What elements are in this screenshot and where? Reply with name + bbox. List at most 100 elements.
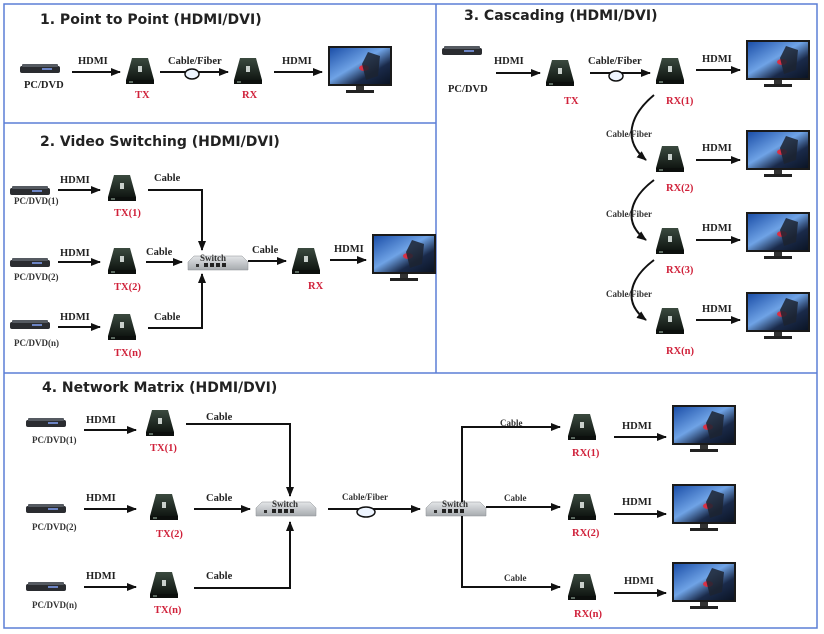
cable-wire bbox=[194, 521, 294, 589]
pc-dvd-icon bbox=[10, 258, 50, 267]
panel-video-switching: 2. Video Switching (HDMI/DVI) PC/DVD(1) … bbox=[10, 134, 436, 359]
hdmi-label: HDMI bbox=[86, 415, 116, 426]
source-label: PC/DVD bbox=[448, 84, 488, 95]
rx-box-icon bbox=[656, 308, 684, 334]
cascade-link bbox=[630, 179, 655, 241]
cable-label: Cable bbox=[504, 493, 527, 503]
tx-label: TX(2) bbox=[114, 282, 141, 293]
panel-network-matrix: 4. Network Matrix (HDMI/DVI) PC/DVD(1) H… bbox=[26, 380, 736, 620]
rx-label: RX bbox=[242, 90, 258, 101]
monitor-icon bbox=[746, 130, 810, 177]
cable-wire bbox=[186, 423, 294, 497]
cable-wire bbox=[148, 273, 206, 329]
hdmi-label: HDMI bbox=[702, 304, 732, 315]
rx-label: RX bbox=[308, 281, 324, 292]
hdmi-label: HDMI bbox=[86, 493, 116, 504]
cable-label: Cable bbox=[146, 247, 173, 258]
hdmi-label: HDMI bbox=[624, 576, 654, 587]
cable-label: Cable bbox=[206, 493, 233, 504]
panel-title-cascading: 3. Cascading (HDMI/DVI) bbox=[464, 8, 657, 24]
cable-fiber-label: Cable/Fiber bbox=[342, 492, 388, 502]
monitor-icon bbox=[672, 405, 736, 452]
tx-box-icon bbox=[108, 175, 136, 201]
source-label: PC/DVD(n) bbox=[14, 338, 59, 348]
rx-box-icon bbox=[234, 58, 262, 84]
monitor-icon bbox=[672, 484, 736, 531]
monitor-icon bbox=[328, 46, 392, 93]
pc-dvd-icon bbox=[26, 504, 66, 513]
hdmi-label: HDMI bbox=[282, 56, 312, 67]
rx-box-icon bbox=[292, 248, 320, 274]
cable-wire bbox=[461, 516, 561, 591]
rx-box-icon bbox=[656, 146, 684, 172]
tx-label: TX(n) bbox=[154, 605, 182, 616]
rx-box-icon bbox=[568, 414, 596, 440]
hdmi-label: HDMI bbox=[702, 143, 732, 154]
rx-label: RX(2) bbox=[666, 183, 694, 194]
tx-box-icon bbox=[150, 494, 178, 520]
fiber-loop-icon bbox=[608, 70, 624, 82]
cable-fiber-label: Cable/Fiber bbox=[588, 56, 642, 67]
hdmi-label: HDMI bbox=[622, 421, 652, 432]
cable-fiber-label: Cable/Fiber bbox=[168, 56, 222, 67]
rx-label: RX(n) bbox=[666, 346, 695, 357]
cable-label: Cable bbox=[154, 312, 181, 323]
rx-label: RX(1) bbox=[572, 448, 600, 459]
pc-dvd-icon bbox=[10, 320, 50, 329]
pc-dvd-icon bbox=[26, 418, 66, 427]
hdmi-label: HDMI bbox=[334, 244, 364, 255]
hdmi-label: HDMI bbox=[60, 312, 90, 323]
tx-box-icon bbox=[150, 572, 178, 598]
cable-wire bbox=[148, 189, 206, 251]
panel-title-video-switching: 2. Video Switching (HDMI/DVI) bbox=[40, 134, 280, 150]
switch-label: Switch bbox=[272, 499, 298, 509]
pc-dvd-icon bbox=[10, 186, 50, 195]
cable-fiber-label: Cable/Fiber bbox=[606, 209, 652, 219]
hdmi-label: HDMI bbox=[702, 223, 732, 234]
source-label: PC/DVD(1) bbox=[32, 435, 77, 445]
hdmi-label: HDMI bbox=[702, 54, 732, 65]
pc-dvd-icon bbox=[26, 582, 66, 591]
fiber-loop-icon bbox=[356, 506, 376, 518]
rx-box-icon bbox=[568, 574, 596, 600]
tx-label: TX(2) bbox=[156, 529, 183, 540]
monitor-icon bbox=[746, 40, 810, 87]
cable-label: Cable bbox=[252, 245, 279, 256]
source-label: PC/DVD(n) bbox=[32, 600, 77, 610]
monitor-icon bbox=[746, 212, 810, 259]
cable-label: Cable bbox=[206, 412, 233, 423]
panel-title-point-to-point: 1. Point to Point (HDMI/DVI) bbox=[40, 12, 262, 28]
pc-dvd-icon bbox=[20, 64, 60, 73]
tx-label: TX bbox=[135, 90, 150, 101]
switch-label: Switch bbox=[442, 499, 468, 509]
source-label: PC/DVD(2) bbox=[14, 272, 59, 282]
hdmi-label: HDMI bbox=[622, 497, 652, 508]
tx-box-icon bbox=[146, 410, 174, 436]
rx-box-icon bbox=[656, 58, 684, 84]
hdmi-label: HDMI bbox=[60, 248, 90, 259]
outer-border bbox=[3, 3, 818, 629]
tx-box-icon bbox=[126, 58, 154, 84]
cascade-link bbox=[630, 259, 655, 321]
hdmi-label: HDMI bbox=[86, 571, 116, 582]
cable-label: Cable bbox=[504, 573, 527, 583]
panel-title-network-matrix: 4. Network Matrix (HDMI/DVI) bbox=[42, 380, 277, 396]
monitor-icon bbox=[372, 234, 436, 281]
rx-label: RX(1) bbox=[666, 96, 694, 107]
switch-label: Switch bbox=[200, 253, 226, 263]
panel-borders bbox=[3, 3, 818, 629]
rx-label: RX(3) bbox=[666, 265, 694, 276]
panel-point-to-point: 1. Point to Point (HDMI/DVI) PC/DVD HDMI… bbox=[20, 12, 392, 101]
source-label: PC/DVD(2) bbox=[32, 522, 77, 532]
hdmi-label: HDMI bbox=[494, 56, 524, 67]
tx-box-icon bbox=[546, 60, 574, 86]
cable-label: Cable bbox=[500, 418, 523, 428]
tx-label: TX(1) bbox=[114, 208, 141, 219]
rx-label: RX(2) bbox=[572, 528, 600, 539]
rx-box-icon bbox=[568, 494, 596, 520]
source-label: PC/DVD(1) bbox=[14, 196, 59, 206]
cable-fiber-label: Cable/Fiber bbox=[606, 289, 652, 299]
tx-label: TX(1) bbox=[150, 443, 177, 454]
monitor-icon bbox=[746, 292, 810, 339]
